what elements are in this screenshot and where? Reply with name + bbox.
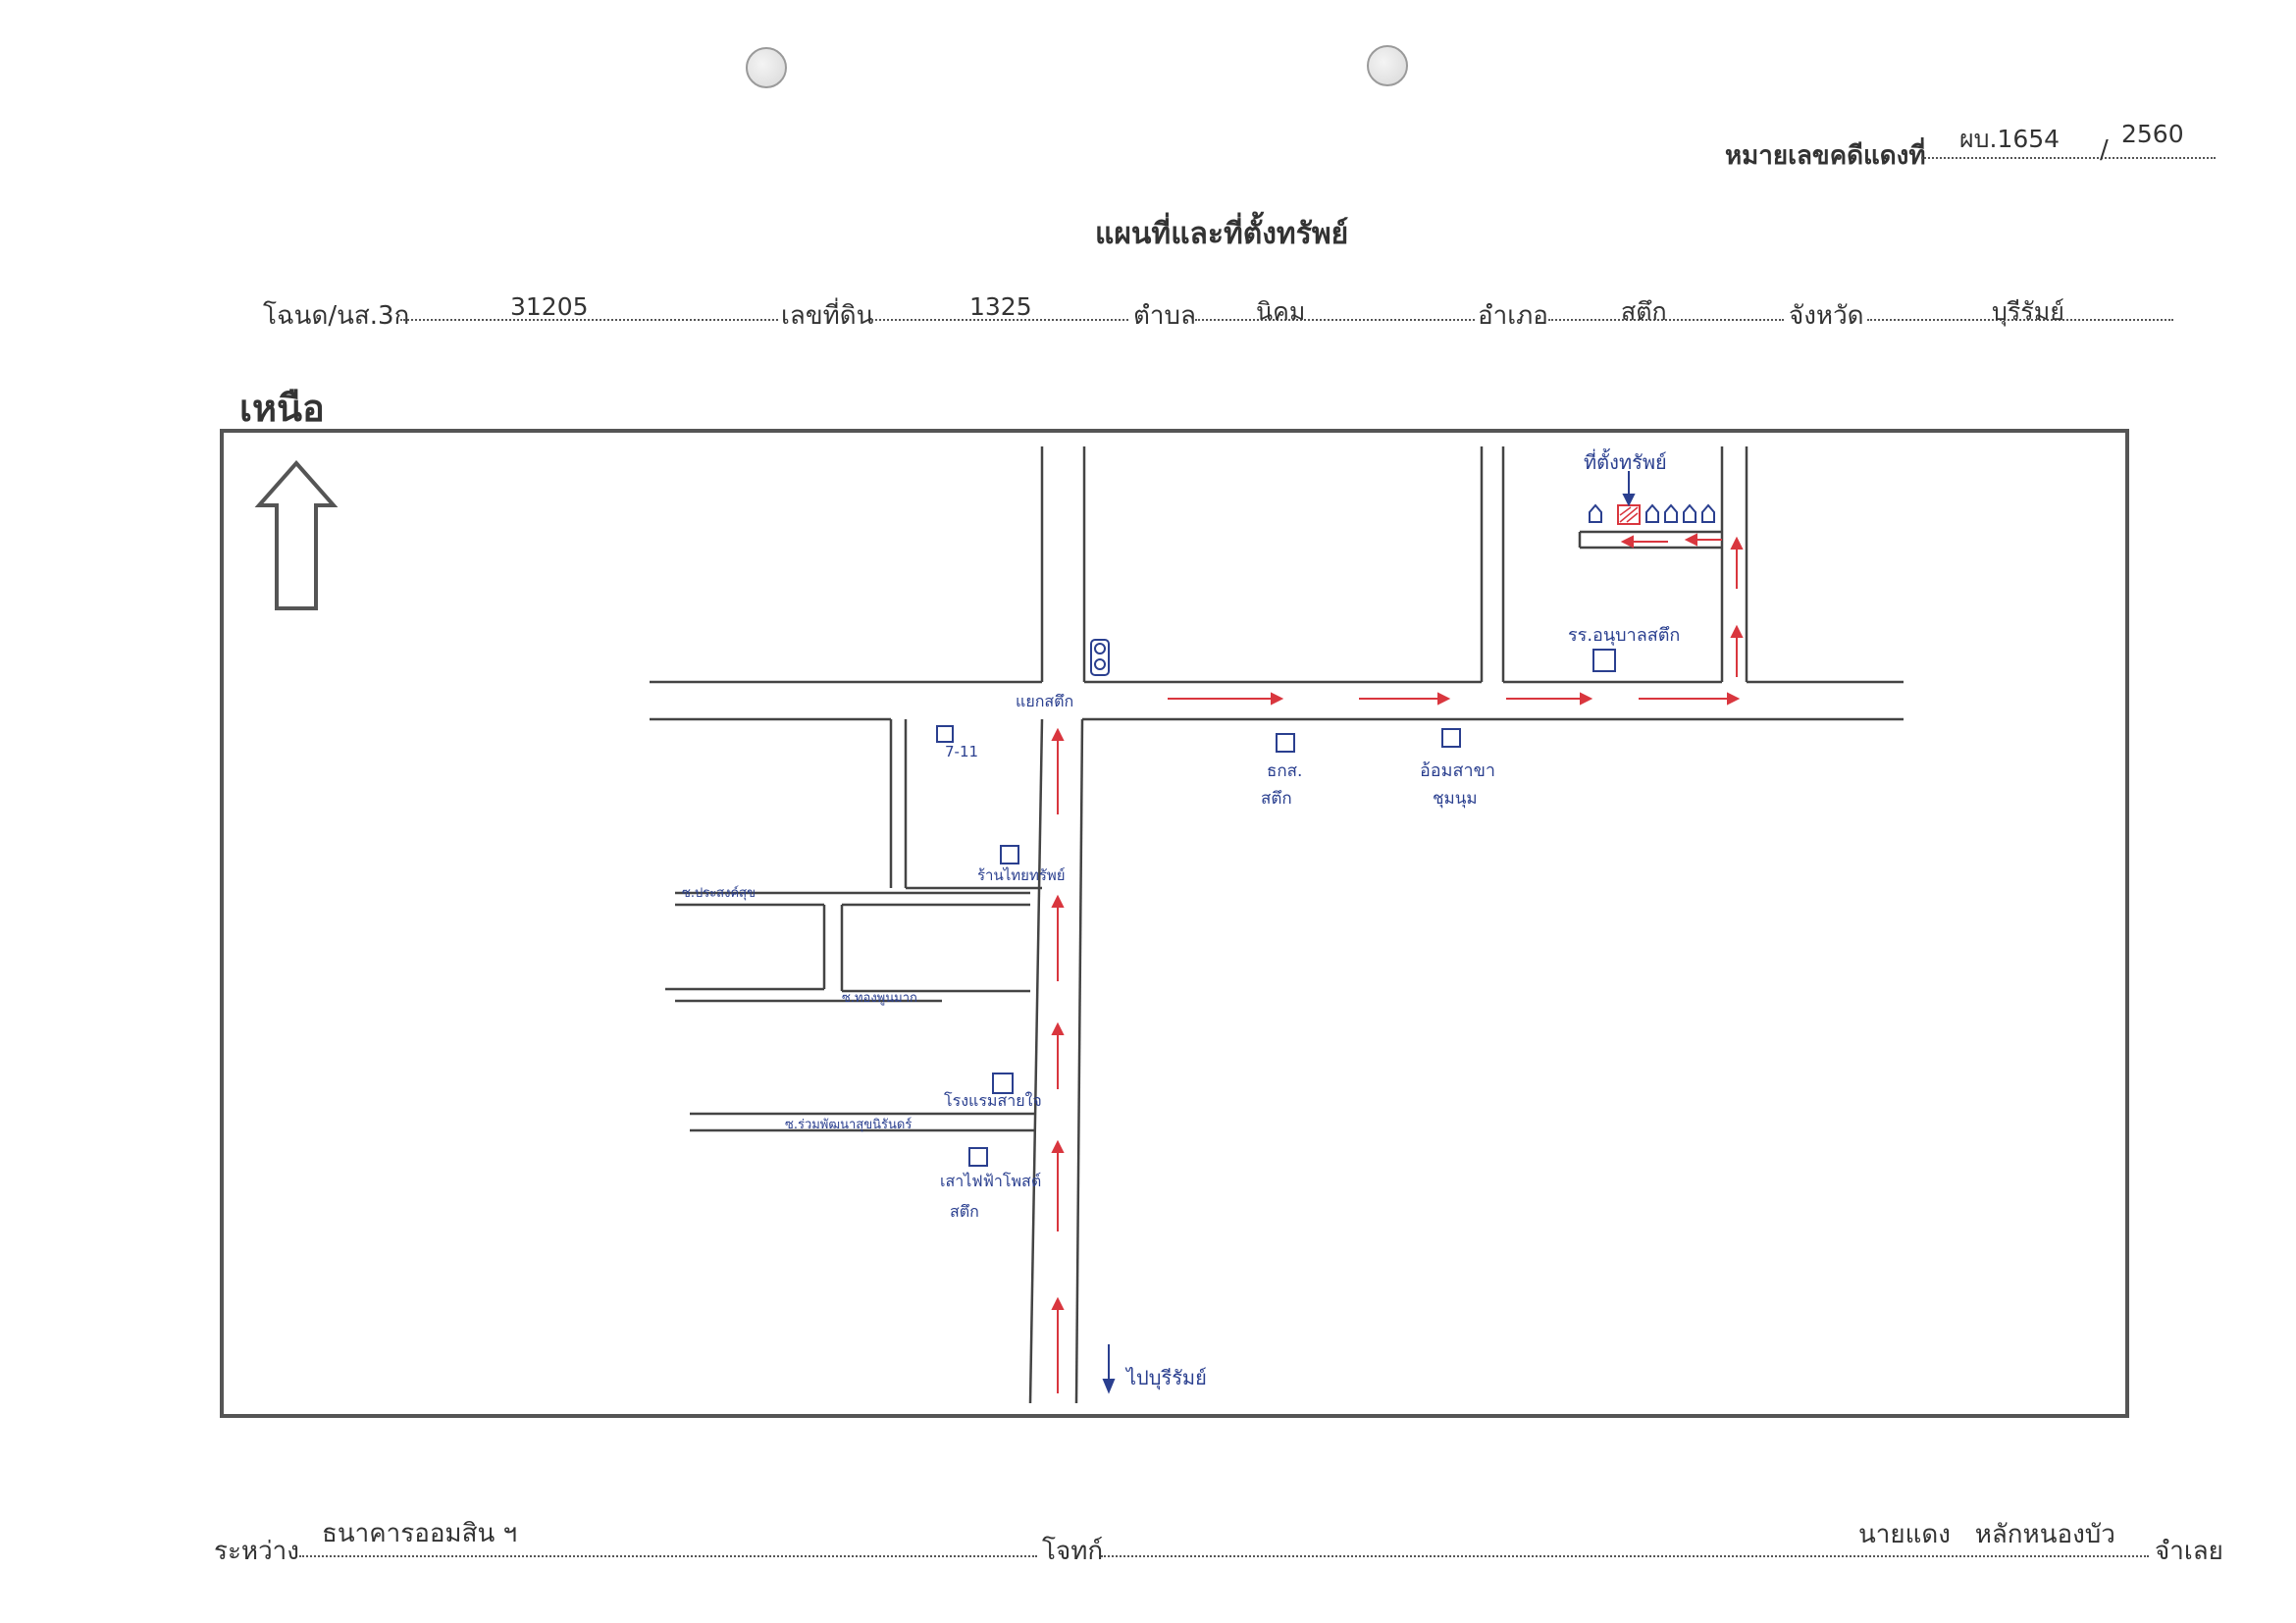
deed-dots <box>400 319 778 321</box>
amphoe-label: อำเภอ <box>1478 301 1548 331</box>
to-buriram-label: ไปบุรีรัมย์ <box>1126 1366 1207 1389</box>
land-no-dots <box>871 319 1128 321</box>
tambon-label: ตำบล <box>1133 301 1196 331</box>
map-frame <box>220 429 2129 1418</box>
tambon-dots <box>1195 319 1475 321</box>
gas-station-label-line2: สตึก <box>950 1202 979 1221</box>
property-label: ที่ตั้งทรัพย์ <box>1584 450 1667 474</box>
tambon-value: นิคม <box>1256 297 1306 326</box>
case-number-label: หมายเลขคดีแดงที่ <box>1725 141 1926 171</box>
land-no-label: เลขที่ดิน <box>781 301 874 331</box>
province-dots <box>1867 319 2173 321</box>
cooperative-label-line1: อ้อมสาขา <box>1420 760 1495 781</box>
amphoe-dots <box>1548 319 1784 321</box>
gas-station-label-line1: เสาไฟฟ้าโพสต์ <box>940 1172 1042 1190</box>
amphoe-value: สตึก <box>1621 297 1667 326</box>
province-value: บุรีรัมย์ <box>1992 297 2064 326</box>
case-number-slash: / <box>2100 135 2109 165</box>
deed-value: 31205 <box>510 292 589 321</box>
cooperative-label-line2: ชุมนุม <box>1433 789 1478 809</box>
shop-label: ร้านไทยทรัพย์ <box>977 866 1066 884</box>
north-label: เหนือ <box>239 387 325 430</box>
province-label: จังหวัด <box>1789 301 1864 331</box>
case-year-value: 2560 <box>2121 120 2184 148</box>
junction-label: แยกสตึก <box>1016 692 1074 710</box>
deed-label: โฉนด/นส.3ก <box>263 301 410 331</box>
hotel-label: โรงแรมสายใจ <box>944 1091 1042 1110</box>
seven-eleven-label: 7-11 <box>945 743 979 760</box>
soi-3-label: ซ.ร่วมพัฒนาสุขนิรันดร์ <box>785 1118 913 1132</box>
defendant-label: จำเลย <box>2155 1537 2223 1566</box>
between-label: ระหว่าง <box>214 1537 299 1566</box>
plaintiff-name: ธนาคารออมสิน ฯ <box>322 1519 518 1548</box>
punch-hole-left <box>746 47 787 88</box>
case-number-dots <box>1921 157 2216 159</box>
defendant-dots <box>1101 1555 2149 1557</box>
plaintiff-label: โจทก์ <box>1042 1537 1104 1566</box>
defendant-name: นายแดง หลักหนองบัว <box>1858 1520 2115 1549</box>
soi-1-label: ซ.ประสงค์สุข <box>682 886 756 901</box>
punch-hole-right <box>1367 45 1408 86</box>
case-number-value: ผบ.1654 <box>1959 125 2061 153</box>
plaintiff-dots <box>299 1555 1037 1557</box>
baac-label-line2: สตึก <box>1261 789 1292 809</box>
soi-2-label: ซ.ทองพูนมาก <box>842 991 917 1006</box>
baac-label-line1: ธกส. <box>1267 761 1303 781</box>
page-title: แผนที่และที่ตั้งทรัพย์ <box>1095 217 1349 251</box>
school-label: รร.อนุบาลสตึก <box>1568 625 1681 646</box>
land-no-value: 1325 <box>969 292 1032 321</box>
